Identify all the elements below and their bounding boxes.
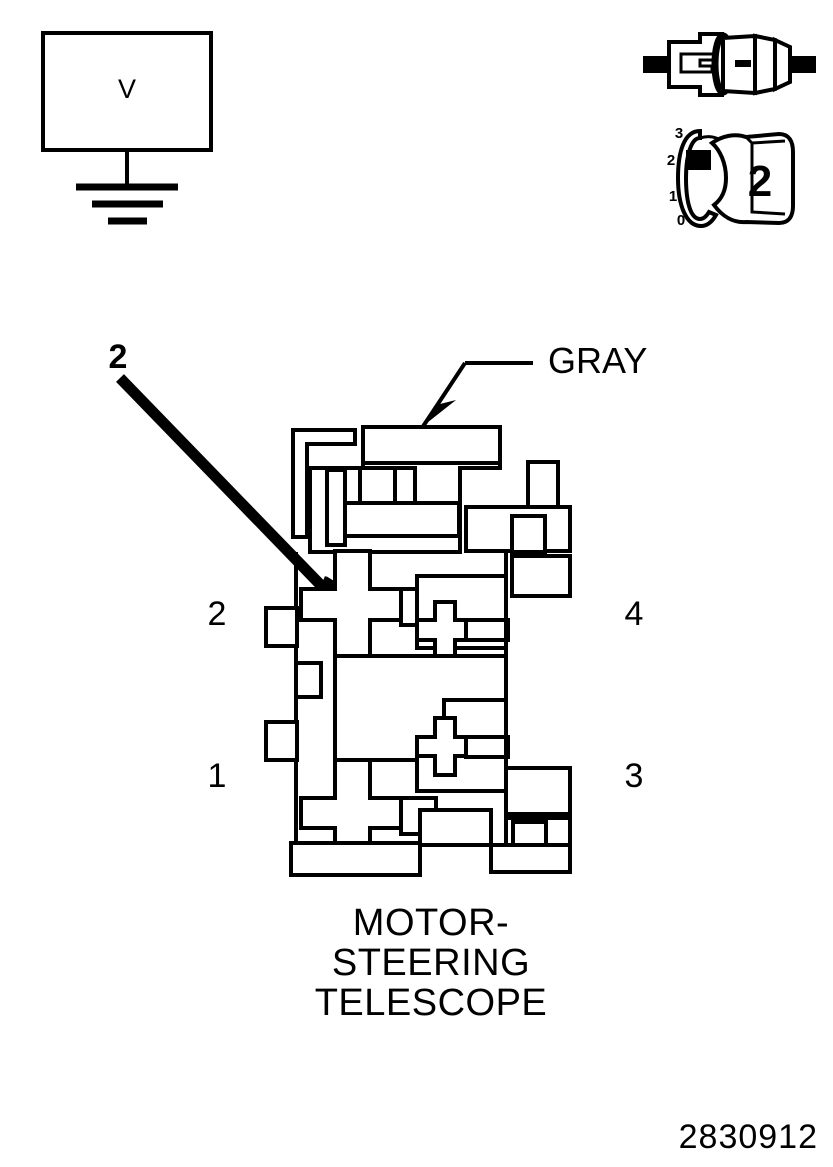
probe-arrow-shaft xyxy=(116,374,344,609)
connector-left-wire xyxy=(643,56,671,73)
switch-position-2: 2 xyxy=(667,152,675,169)
switch-position-0: 0 xyxy=(677,212,685,229)
right-window-upper xyxy=(510,514,547,554)
base-plate xyxy=(289,841,422,877)
left-tab-lower xyxy=(264,720,299,762)
switch-position-1: 1 xyxy=(669,188,677,205)
right-window-lower xyxy=(510,554,572,598)
pin-label-1: 1 xyxy=(208,757,227,795)
bottom-right-skirt xyxy=(489,843,572,874)
left-tab-middle xyxy=(294,661,323,699)
rotary-switch-detail: 2 3 2 1 0 xyxy=(667,125,795,229)
upper-right-boss xyxy=(526,460,560,509)
part-number: 2830912 xyxy=(679,1118,818,1156)
top-left-hook xyxy=(291,428,357,539)
voltmeter-label: V xyxy=(118,74,136,104)
upper-cap-bar xyxy=(361,425,502,465)
connector-female-slot xyxy=(735,60,751,67)
connector-right-wire xyxy=(788,56,816,73)
small-bar-lower-right xyxy=(464,735,510,759)
component-caption: MOTOR- STEERING TELESCOPE xyxy=(315,902,548,1024)
right-window-lower2 xyxy=(504,766,572,816)
connector-detail xyxy=(643,32,816,97)
ground-symbol xyxy=(76,150,178,225)
bottom-ledge xyxy=(418,808,493,847)
switch-position-marker xyxy=(686,150,711,170)
cross-lower-right xyxy=(415,716,476,777)
small-bar-upper-right xyxy=(464,618,510,642)
motor-steering-telescope-component: 2 1 4 3 xyxy=(208,425,644,877)
cross-upper-left xyxy=(299,549,403,659)
caption-line-3: TELESCOPE xyxy=(315,982,548,1024)
bracket-inner-left xyxy=(325,468,347,547)
left-tab-upper xyxy=(264,606,299,648)
connector-female-rear xyxy=(773,36,792,93)
pin-label-2: 2 xyxy=(208,595,227,633)
connector-female-mid xyxy=(753,33,777,96)
voltmeter-body xyxy=(41,31,213,152)
probe-callout-number: 2 xyxy=(109,338,128,376)
switch-selected-label: 2 xyxy=(748,157,772,206)
gray-wire-label: GRAY xyxy=(548,340,647,381)
pin-label-3: 3 xyxy=(625,757,644,795)
voltmeter-symbol: V xyxy=(41,31,213,225)
switch-position-3: 3 xyxy=(675,125,683,142)
cap-inner-block xyxy=(333,501,461,538)
caption-line-2: STEERING xyxy=(332,942,530,984)
gray-wire-callout: GRAY xyxy=(418,340,647,430)
gray-arrow-head xyxy=(418,381,456,430)
pin-label-4: 4 xyxy=(625,595,644,633)
caption-line-1: MOTOR- xyxy=(353,902,509,944)
switch-knob-bevel-side xyxy=(750,143,786,216)
